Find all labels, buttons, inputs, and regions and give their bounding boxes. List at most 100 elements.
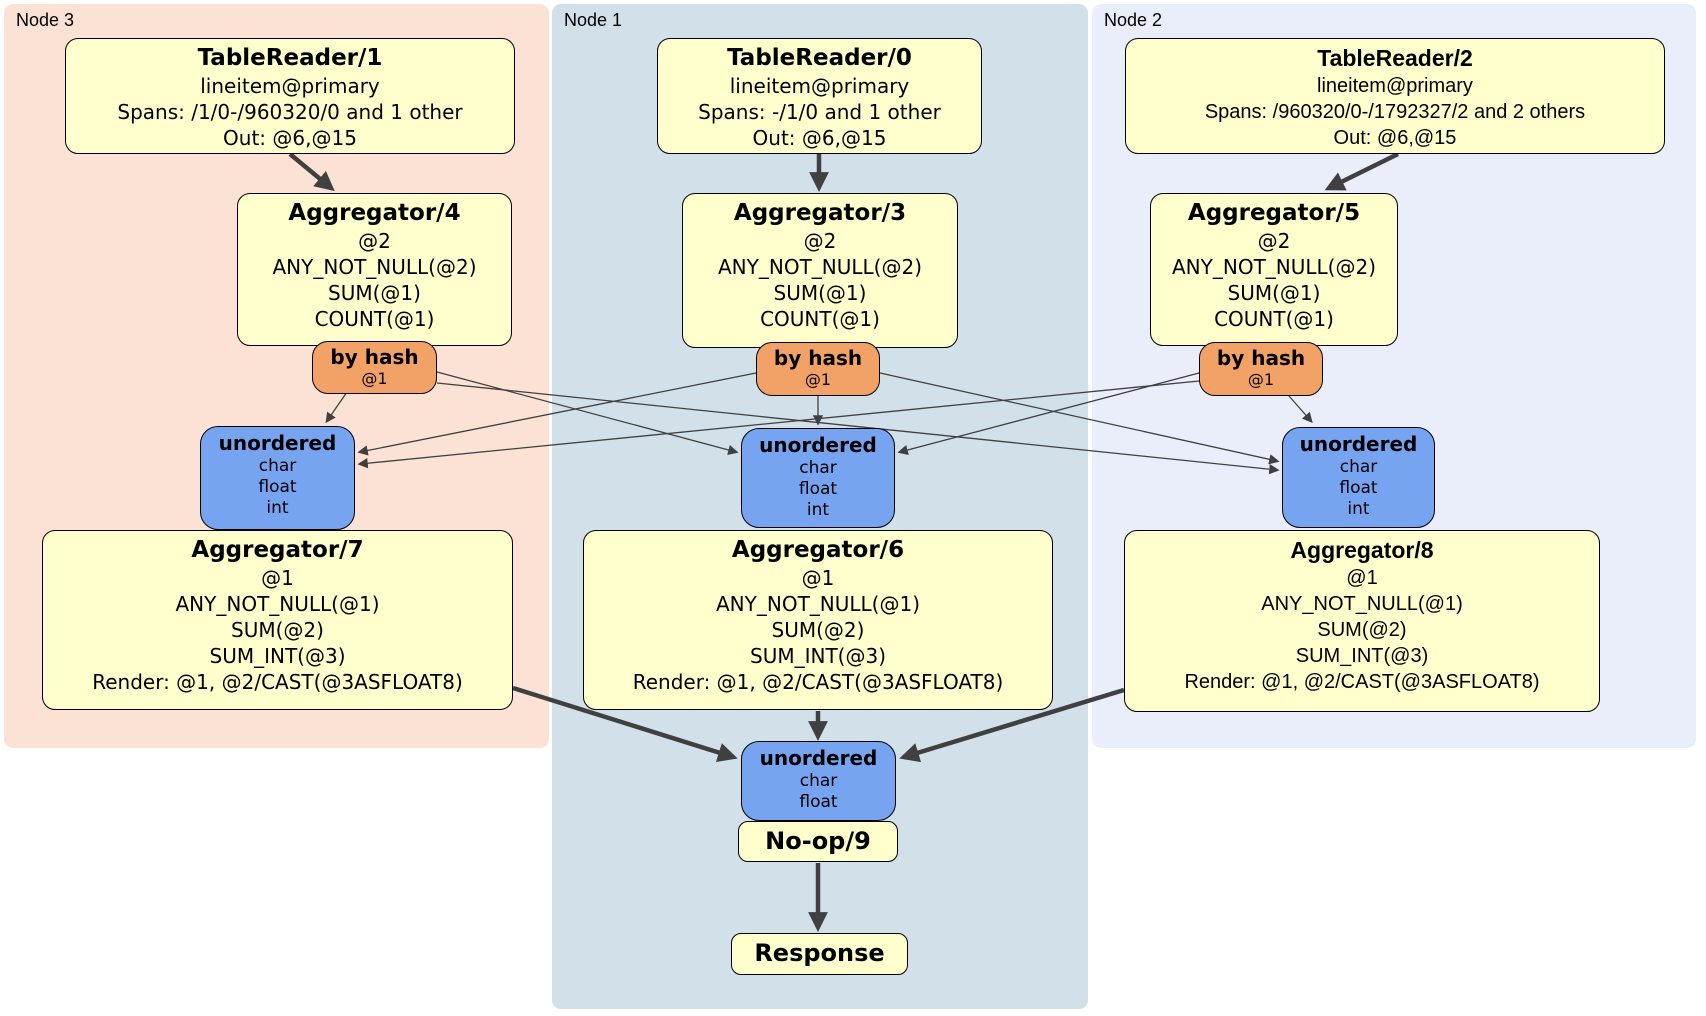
router-hash-column: @1 <box>804 370 832 389</box>
processor-aggregator-3: Aggregator/3 @2 ANY_NOT_NULL(@2) SUM(@1)… <box>682 193 958 348</box>
processor-group-cols: @2 <box>803 229 837 253</box>
sync-type: char <box>799 771 838 791</box>
sync-unordered-node2: unordered char float int <box>1282 427 1435 528</box>
sync-type: char <box>1339 457 1378 477</box>
sync-type: int <box>266 498 289 518</box>
processor-agg-func: ANY_NOT_NULL(@2) <box>272 255 477 279</box>
processor-noop-9: No-op/9 <box>738 821 898 862</box>
sync-type: int <box>1347 499 1370 519</box>
sync-type: float <box>1339 478 1378 498</box>
router-title: by hash <box>773 346 863 370</box>
router-by-hash-node2: by hash @1 <box>1199 342 1323 396</box>
edge-hash3-unordered3 <box>325 391 348 424</box>
sync-type: float <box>799 792 838 812</box>
processor-index: lineitem@primary <box>1317 75 1473 97</box>
processor-out: Out: @6,@15 <box>1333 127 1457 149</box>
processor-agg-func: SUM_INT(@3) <box>1295 645 1429 667</box>
sync-type: char <box>258 456 297 476</box>
processor-group-cols: @1 <box>801 566 835 590</box>
processor-agg-func: SUM(@1) <box>773 281 867 305</box>
edge-aggregator7-unordered-final <box>512 685 738 763</box>
processor-spans: Spans: -/1/0 and 1 other <box>698 100 941 124</box>
sync-type: int <box>806 500 830 520</box>
processor-out: Out: @6,@15 <box>223 126 357 150</box>
node1-label: Node 1 <box>564 10 623 30</box>
edge-hash2-unordered2 <box>1288 395 1313 423</box>
processor-agg-func: SUM(@2) <box>771 618 865 642</box>
processor-agg-func: ANY_NOT_NULL(@1) <box>1261 593 1463 615</box>
processor-title: Aggregator/4 <box>288 200 461 226</box>
node2-label: Node 2 <box>1104 10 1163 30</box>
processor-group-cols: @1 <box>1346 567 1378 589</box>
processor-title: Aggregator/6 <box>731 537 905 563</box>
processor-agg-func: ANY_NOT_NULL(@2) <box>718 255 922 279</box>
node3-label: Node 3 <box>16 10 75 30</box>
edge-hash1-unordered2 <box>879 372 1280 465</box>
router-title: by hash <box>1216 346 1306 370</box>
processor-spans: Spans: /1/0-/960320/0 and 1 other <box>117 100 463 124</box>
processor-aggregator-7: Aggregator/7 @1 ANY_NOT_NULL(@1) SUM(@2)… <box>42 530 513 710</box>
processor-title: Aggregator/7 <box>191 537 364 563</box>
processor-tablereader-0: TableReader/0 lineitem@primary Spans: -/… <box>657 38 982 154</box>
processor-agg-func: COUNT(@1) <box>314 307 435 331</box>
processor-title: TableReader/2 <box>1317 45 1473 71</box>
edge-hash3-unordered2 <box>436 382 1280 475</box>
sync-title: unordered <box>759 433 877 457</box>
processor-title: Aggregator/5 <box>1187 200 1361 226</box>
processor-agg-func: SUM(@1) <box>1227 281 1321 305</box>
processor-title: Aggregator/3 <box>733 200 907 226</box>
processor-aggregator-4: Aggregator/4 @2 ANY_NOT_NULL(@2) SUM(@1)… <box>237 193 512 346</box>
processor-title: TableReader/1 <box>197 45 383 71</box>
router-by-hash-node1: by hash @1 <box>756 342 880 396</box>
sync-title: unordered <box>218 431 337 455</box>
router-by-hash-node3: by hash @1 <box>312 341 437 394</box>
processor-agg-func: ANY_NOT_NULL(@1) <box>175 592 380 616</box>
processor-agg-func: ANY_NOT_NULL(@1) <box>716 592 920 616</box>
sync-unordered-node1: unordered char float int <box>741 428 895 528</box>
router-hash-column: @1 <box>361 369 388 388</box>
edge-hash3-unordered1 <box>436 371 739 456</box>
edge-hash1-unordered3 <box>357 372 757 456</box>
edge-hash2-unordered1 <box>897 372 1200 456</box>
processor-agg-func: SUM_INT(@3) <box>209 644 346 668</box>
processor-agg-func: SUM(@1) <box>328 281 421 305</box>
processor-group-cols: @2 <box>358 229 391 253</box>
processor-aggregator-6: Aggregator/6 @1 ANY_NOT_NULL(@1) SUM(@2)… <box>583 530 1053 710</box>
processor-spans: Spans: /960320/0-/1792327/2 and 2 others <box>1204 101 1586 123</box>
processor-title: TableReader/0 <box>727 45 912 71</box>
processor-group-cols: @1 <box>261 566 294 590</box>
sync-type: float <box>798 479 838 499</box>
processor-agg-func: COUNT(@1) <box>1214 307 1334 331</box>
processor-title: Aggregator/8 <box>1290 537 1434 563</box>
processor-agg-func: COUNT(@1) <box>760 307 880 331</box>
processor-tablereader-2: TableReader/2 lineitem@primary Spans: /9… <box>1125 38 1665 154</box>
edge-tablereader1-aggregator4 <box>288 152 335 192</box>
processor-index: lineitem@primary <box>200 74 380 98</box>
edge-tablereader2-aggregator5 <box>1324 151 1399 191</box>
processor-agg-func: SUM_INT(@3) <box>750 644 886 668</box>
router-hash-column: @1 <box>1247 370 1275 389</box>
processor-index: lineitem@primary <box>729 74 910 98</box>
sync-type: char <box>799 458 837 478</box>
processor-agg-func: SUM(@2) <box>1317 619 1407 641</box>
processor-agg-func: SUM(@2) <box>231 618 324 642</box>
sync-unordered-final: unordered char float <box>741 741 896 821</box>
processor-aggregator-8: Aggregator/8 @1 ANY_NOT_NULL(@1) SUM(@2)… <box>1124 530 1600 712</box>
sync-title: unordered <box>759 746 878 770</box>
processor-out: Out: @6,@15 <box>752 126 887 150</box>
processor-group-cols: @2 <box>1257 229 1291 253</box>
processor-agg-func: ANY_NOT_NULL(@2) <box>1172 255 1376 279</box>
edge-hash2-unordered3 <box>357 380 1200 469</box>
router-title: by hash <box>330 345 419 369</box>
sync-type: float <box>258 477 297 497</box>
processor-render: Render: @1, @2/CAST(@3ASFLOAT8) <box>92 670 463 694</box>
edge-aggregator8-unordered-final <box>899 687 1125 763</box>
processor-render: Render: @1, @2/CAST(@3ASFLOAT8) <box>632 670 1004 694</box>
processor-aggregator-5: Aggregator/5 @2 ANY_NOT_NULL(@2) SUM(@1)… <box>1150 193 1398 346</box>
response-node: Response <box>731 933 908 975</box>
processor-tablereader-1: TableReader/1 lineitem@primary Spans: /1… <box>65 38 515 154</box>
processor-render: Render: @1, @2/CAST(@3ASFLOAT8) <box>1184 671 1540 693</box>
sync-unordered-node3: unordered char float int <box>200 426 355 530</box>
